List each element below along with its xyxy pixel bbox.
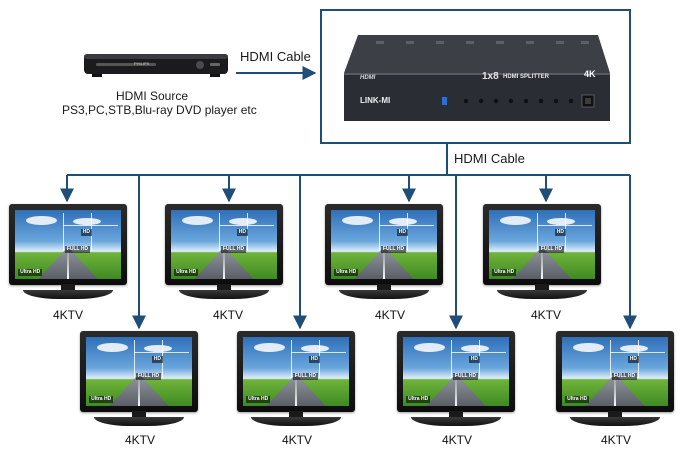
hdmi-splitter-device [344,35,610,121]
tv-tag-full-hd: FULL HD [611,372,638,380]
splitter-product-text: HDMI SPLITTER [503,74,549,80]
splitter-frame: HDMI 1x8 HDMI SPLITTER 4K LINK-MI [320,9,631,144]
tv-2-label: 4KTV [212,308,243,322]
tv-stand [179,290,269,299]
tv-2: HD FULL HD Ultra HD [165,204,283,299]
tv-tag-hd: HD [80,229,92,237]
tv-tag-ultra-hd: Ultra HD [89,396,114,404]
splitter-brand-logo: LINK-MI [360,96,391,105]
tv-8: HD FULL HD Ultra HD [556,331,674,426]
tv-screen: HD FULL HD Ultra HD [15,210,121,279]
tv-tag-ultra-hd: Ultra HD [18,269,43,277]
tv-stand [251,417,341,426]
hdmi-source-subtitle: PS3,PC,STB,Blu-ray DVD player etc [62,103,257,117]
dvd-player-image: PHILIPS [82,50,230,80]
tv-tag-full-hd: FULL HD [135,372,162,380]
tv-tag-ultra-hd: Ultra HD [492,269,517,277]
tv-tag-hd: HD [627,356,639,364]
dvd-player-brand: PHILIPS [134,61,150,66]
tv-tag-full-hd: FULL HD [220,245,247,253]
tv-6-label: 4KTV [281,433,312,447]
tv-tag-full-hd: FULL HD [64,245,91,253]
tv-screen: HD FULL HD Ultra HD [489,210,595,279]
splitter-4k-badge: 4K [584,69,596,79]
tv-tag-full-hd: FULL HD [538,245,565,253]
tv-tag-full-hd: FULL HD [452,372,479,380]
tv-tag-ultra-hd: Ultra HD [174,269,199,277]
tv-tag-full-hd: FULL HD [292,372,319,380]
tv-tag-ultra-hd: Ultra HD [334,269,359,277]
tv-3-label: 4KTV [374,308,405,322]
tv-screen: HD FULL HD Ultra HD [562,337,668,406]
tv-stand [570,417,660,426]
hdmi-cable-label-tvs: HDMI Cable [454,151,525,166]
tv-1-label: 4KTV [52,308,83,322]
tv-5-label: 4KTV [124,433,155,447]
tv-7-label: 4KTV [441,433,472,447]
tv-screen: HD FULL HD Ultra HD [171,210,277,279]
tv-5: HD FULL HD Ultra HD [80,331,198,426]
tv-6: HD FULL HD Ultra HD [237,331,355,426]
tv-tag-ultra-hd: Ultra HD [406,396,431,404]
tv-stand [497,290,587,299]
splitter-hdmi-logo: HDMI [360,75,376,81]
hdmi-source-title: HDMI Source [115,89,189,103]
tv-4-label: 4KTV [530,308,561,322]
tv-tag-hd: HD [468,356,480,364]
tv-stand [94,417,184,426]
tv-stand [23,290,113,299]
tv-stand [339,290,429,299]
tv-4: HD FULL HD Ultra HD [483,204,601,299]
tv-tag-hd: HD [396,229,408,237]
tv-tag-full-hd: FULL HD [380,245,407,253]
tv-tag-ultra-hd: Ultra HD [565,396,590,404]
tv-1: HD FULL HD Ultra HD [9,204,127,299]
splitter-model-text: 1x8 [482,71,499,82]
tv-screen: HD FULL HD Ultra HD [403,337,509,406]
tv-screen: HD FULL HD Ultra HD [243,337,349,406]
tv-screen: HD FULL HD Ultra HD [86,337,192,406]
tv-screen: HD FULL HD Ultra HD [331,210,437,279]
tv-tag-hd: HD [308,356,320,364]
tv-tag-hd: HD [554,229,566,237]
tv-tag-hd: HD [236,229,248,237]
hdmi-cable-label-source: HDMI Cable [240,49,311,64]
tv-stand [411,417,501,426]
tv-tag-ultra-hd: Ultra HD [246,396,271,404]
tv-tag-hd: HD [151,356,163,364]
tv-8-label: 4KTV [600,433,631,447]
tv-7: HD FULL HD Ultra HD [397,331,515,426]
tv-3: HD FULL HD Ultra HD [325,204,443,299]
